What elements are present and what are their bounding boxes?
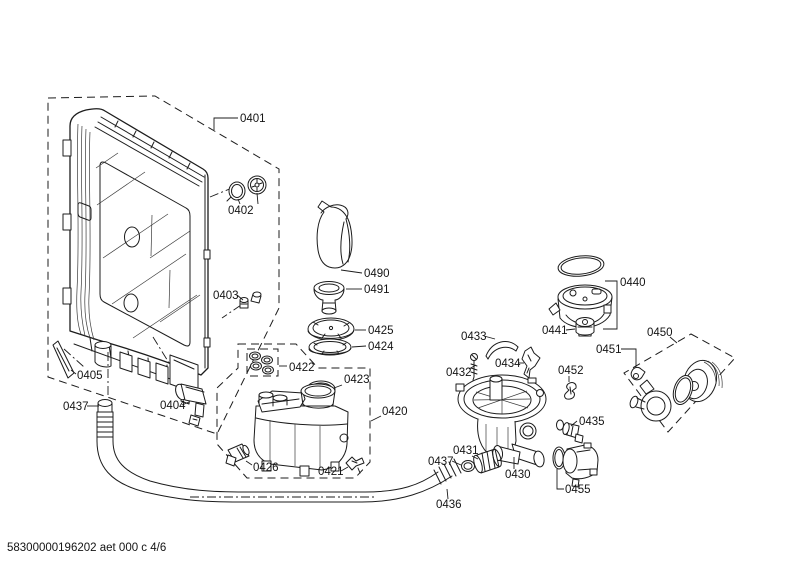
label-0421: 0421	[318, 466, 344, 478]
part-0434-clip	[521, 346, 541, 379]
part-0420-water-softener	[253, 383, 349, 477]
part-0404-inlet-valve	[175, 383, 207, 427]
label-0435: 0435	[579, 416, 605, 428]
label-0433: 0433	[461, 331, 487, 343]
part-0435-valve	[556, 419, 584, 444]
label-0432: 0432	[446, 367, 472, 379]
label-0426: 0426	[253, 462, 279, 474]
label-0455: 0455	[565, 484, 591, 496]
part-0426-fitting	[225, 443, 250, 467]
label-0490: 0490	[364, 268, 390, 280]
part-0441-cap	[575, 317, 595, 336]
part-0405-strip	[52, 340, 75, 379]
drain-pump-group-box	[623, 333, 736, 433]
label-0401: 0401	[240, 113, 266, 125]
part-labels: 0401 0402 0403 0404 0405 0437 0490 0491 …	[63, 113, 673, 511]
label-0423: 0423	[344, 374, 370, 386]
label-0404: 0404	[160, 400, 186, 412]
tub-group-box	[47, 95, 280, 435]
label-0434: 0434	[495, 358, 521, 370]
part-0425-cap	[307, 317, 355, 341]
part-0433-bracket	[485, 341, 519, 360]
part-0402-seal-cap	[226, 175, 267, 202]
label-0424: 0424	[368, 341, 394, 353]
part-0422-cap-set	[249, 351, 274, 375]
part-0490-jug	[316, 200, 353, 269]
label-0403: 0403	[213, 290, 239, 302]
label-0441: 0441	[542, 325, 568, 337]
part-0432-screw	[470, 353, 478, 381]
part-0491-funnel	[313, 281, 345, 315]
part-0430-sump	[455, 374, 547, 468]
leader-lines	[70, 117, 678, 500]
softener-group-box	[216, 343, 371, 479]
label-0422: 0422	[289, 362, 315, 374]
part-0455-pump	[552, 442, 599, 488]
label-0491: 0491	[364, 284, 390, 296]
label-0425: 0425	[368, 325, 394, 337]
label-0440: 0440	[620, 277, 646, 289]
label-0451: 0451	[596, 344, 622, 356]
label-0431: 0431	[453, 445, 479, 457]
label-0450: 0450	[647, 327, 673, 339]
label-0430: 0430	[505, 469, 531, 481]
part-0403-fittings	[239, 291, 262, 309]
label-0402: 0402	[228, 205, 254, 217]
part-0401-tub	[62, 108, 211, 405]
part-0436-drain-hose	[96, 399, 475, 503]
part-0421-clip	[345, 456, 365, 474]
part-0452-holder	[564, 382, 577, 400]
caps-group-box	[246, 348, 279, 377]
label-0436: 0436	[436, 499, 462, 511]
part-0451-clamp	[630, 366, 646, 381]
label-0437-right: 0437	[428, 456, 454, 468]
label-0420: 0420	[382, 406, 408, 418]
part-0424-ring	[308, 338, 352, 356]
part-0450-drain-pump	[629, 359, 723, 422]
label-0437-left: 0437	[63, 401, 89, 413]
part-0431-sleeve	[473, 448, 502, 474]
label-0452: 0452	[558, 365, 584, 377]
document-code: 58300000196202 aet 000 c 4/6	[7, 542, 166, 554]
label-0405: 0405	[77, 370, 103, 382]
